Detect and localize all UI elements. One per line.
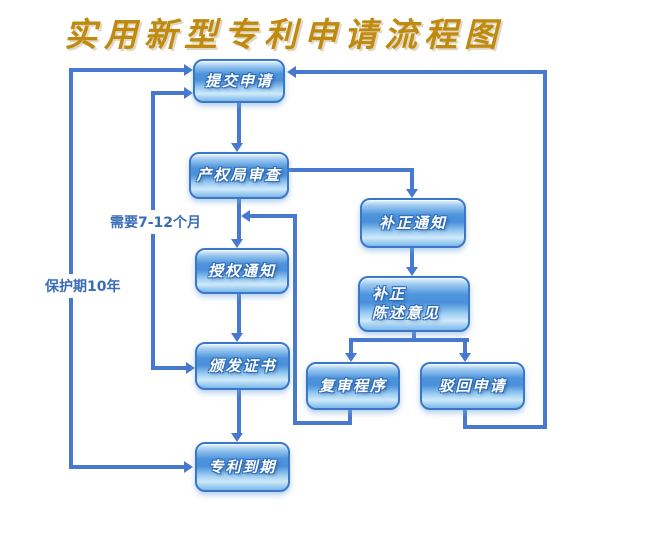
connector-rejection-loop <box>296 70 547 74</box>
span-protection-period <box>69 68 185 72</box>
connector-statement-split <box>349 338 469 342</box>
connector-reexamination-loop <box>293 421 352 425</box>
connector-statement-split <box>412 332 416 340</box>
connector-split-to-rejection <box>463 338 467 353</box>
arrowhead-right-icon <box>186 362 195 374</box>
node-issue-certificate: 颁发证书 <box>195 342 290 390</box>
arrowhead-down-icon <box>231 333 243 342</box>
node-label: 专利到期 <box>208 457 277 476</box>
arrowhead-down-icon <box>406 267 418 276</box>
connector-certificate-to-expire <box>237 390 241 433</box>
annotation-protection: 保护期10年 <box>42 274 124 298</box>
arrowhead-left-icon <box>287 66 296 78</box>
node-label: 提交申请 <box>204 71 273 90</box>
arrowhead-right-icon <box>184 64 193 76</box>
node-patent-expire: 专利到期 <box>195 442 290 492</box>
node-label: 补正 <box>372 285 407 304</box>
connector-reexamination-loop <box>348 410 352 425</box>
arrowhead-down-icon <box>459 353 471 362</box>
node-submit-application: 提交申请 <box>193 59 285 103</box>
connector-review-to-correction <box>410 168 414 190</box>
connector-reexamination-loop <box>250 214 297 218</box>
connector-grant-to-certificate <box>237 294 241 333</box>
connector-rejection-loop <box>463 425 547 429</box>
connector-split-to-reexamination <box>349 338 353 353</box>
node-label: 授权通知 <box>207 261 276 280</box>
connector-reexamination-loop <box>293 214 297 425</box>
node-reexamination: 复审程序 <box>306 362 400 410</box>
span-duration <box>151 91 185 95</box>
span-protection-period <box>69 68 73 469</box>
arrowhead-down-icon <box>231 433 243 442</box>
span-protection-period <box>69 465 185 469</box>
arrowhead-down-icon <box>406 189 418 198</box>
arrowhead-down-icon <box>345 353 357 362</box>
node-correction-notice: 补正通知 <box>360 198 466 248</box>
connector-rejection-loop <box>463 410 467 427</box>
node-bureau-review: 产权局审查 <box>189 152 289 199</box>
arrowhead-down-icon <box>231 239 243 248</box>
span-duration <box>151 366 187 370</box>
arrowhead-left-icon <box>241 210 250 222</box>
connector-review-to-grant <box>237 199 241 239</box>
node-label: 复审程序 <box>318 376 387 395</box>
connector-submit-to-review <box>237 103 241 144</box>
connector-rejection-loop <box>543 70 547 429</box>
node-label: 陈述意见 <box>372 304 441 322</box>
annotation-duration: 需要7-12个月 <box>107 210 205 234</box>
node-grant-notice: 授权通知 <box>195 248 289 294</box>
node-label: 产权局审查 <box>196 166 282 185</box>
connector-correction-to-statement <box>410 248 414 267</box>
arrowhead-right-icon <box>184 461 193 473</box>
node-label: 驳回申请 <box>438 376 507 395</box>
node-label: 颁发证书 <box>208 356 277 375</box>
page-title: 实用新型专利申请流程图 <box>64 15 504 54</box>
arrowhead-down-icon <box>231 143 243 152</box>
connector-review-to-correction <box>289 168 414 172</box>
node-label: 补正通知 <box>378 213 447 232</box>
arrowhead-right-icon <box>184 87 193 99</box>
node-rejection: 驳回申请 <box>420 362 525 410</box>
node-correction-statement: 补正 陈述意见 <box>358 276 470 332</box>
